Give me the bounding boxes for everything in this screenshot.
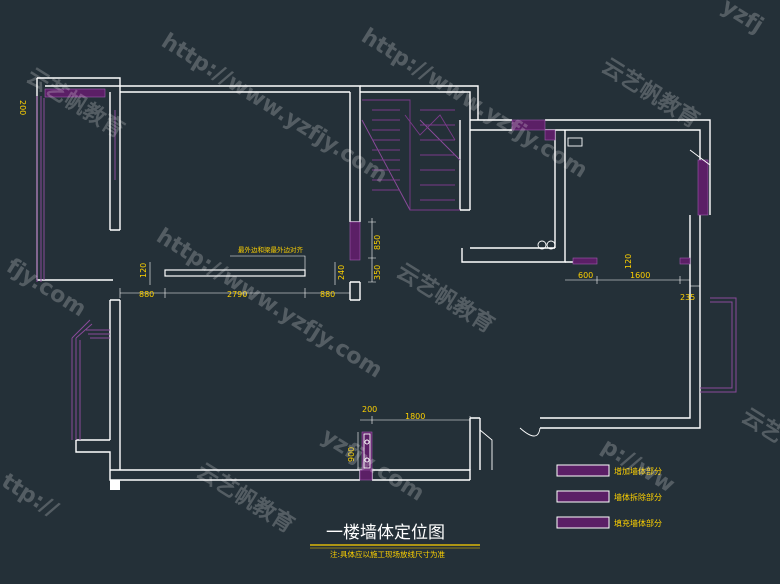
dimension-lines bbox=[119, 218, 700, 470]
watermark-frag-2: fjy.com bbox=[2, 254, 91, 322]
dim-120-left: 120 bbox=[139, 263, 148, 278]
bay-windows bbox=[36, 96, 737, 440]
dim-850: 850 bbox=[373, 235, 382, 250]
legend-label-removed: 墙体拆除部分 bbox=[614, 492, 662, 502]
title-block: 一楼墙体定位图 注:具体应以施工现场放线尺寸为准 bbox=[310, 523, 480, 559]
dim-880-right: 880 bbox=[320, 290, 335, 299]
added-wall-sections bbox=[44, 88, 709, 481]
watermarks: http://www.yzfjy.com http://www.yzfjy.co… bbox=[0, 0, 780, 538]
dim-350: 350 bbox=[373, 265, 382, 280]
legend: 增加墙体部分 墙体拆除部分 填充墙体部分 bbox=[556, 464, 662, 529]
door-marker bbox=[110, 480, 120, 490]
watermark-brand-2: 云艺帆教育 bbox=[597, 53, 704, 133]
dim-1800: 1800 bbox=[405, 412, 425, 421]
legend-label-filled: 填充墙体部分 bbox=[614, 518, 662, 528]
watermark-frag-5: ttp:// bbox=[0, 469, 63, 523]
staircase bbox=[362, 99, 460, 211]
watermark-frag-4: 云艺 bbox=[737, 403, 780, 448]
dimension-labels: 880 2790 880 120 240 850 350 600 120 160… bbox=[18, 100, 695, 462]
dim-240: 240 bbox=[337, 265, 346, 280]
beam-alignment-note: 最外边和梁最外边对齐 bbox=[238, 245, 304, 254]
dim-880-left: 880 bbox=[139, 290, 154, 299]
watermark-url-1: http://www.yzfjy.com bbox=[157, 29, 392, 189]
dim-120-right: 120 bbox=[624, 254, 633, 269]
drawing-title: 一楼墙体定位图 bbox=[326, 523, 445, 543]
watermark-frag-1: yzfjy.com bbox=[317, 424, 429, 507]
dim-top-left-200: 200 bbox=[18, 100, 27, 115]
drawing-note: 注:具体应以施工现场放线尺寸为准 bbox=[330, 549, 446, 559]
dim-600: 600 bbox=[578, 271, 593, 280]
dim-235: 235 bbox=[680, 293, 695, 302]
beam bbox=[164, 269, 306, 277]
dim-2790: 2790 bbox=[227, 290, 247, 299]
watermark-frag-3: yzfj bbox=[717, 0, 768, 39]
watermark-brand-1: 云艺帆教育 bbox=[22, 63, 129, 143]
dim-900: 900 bbox=[347, 447, 356, 462]
legend-swatch-filled bbox=[556, 516, 610, 529]
legend-swatch-removed bbox=[556, 490, 610, 503]
watermark-brand-3: 云艺帆教育 bbox=[392, 258, 499, 338]
dim-1600: 1600 bbox=[630, 271, 650, 280]
fixtures bbox=[363, 137, 711, 470]
legend-label-added: 增加墙体部分 bbox=[614, 466, 662, 476]
legend-swatch-added bbox=[556, 464, 610, 477]
dim-200: 200 bbox=[362, 405, 377, 414]
